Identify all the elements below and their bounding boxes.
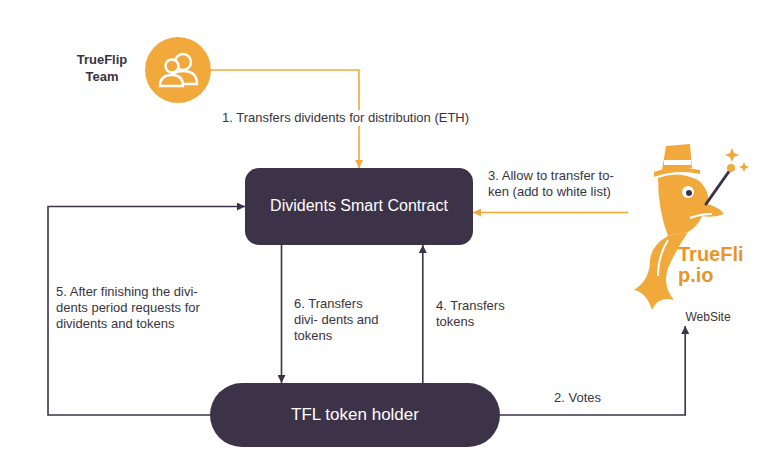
node-label: WebSite: [658, 310, 758, 324]
holder-box: TFL token holder: [210, 383, 500, 447]
edge-label: 4. Transfers tokens: [434, 298, 530, 330]
edge-label: 6. Transfers divi- dents and tokens: [292, 296, 392, 344]
dolphin-illustration: [628, 140, 758, 326]
connector: [422, 245, 424, 383]
edge-label: 5. After finishing the divi- dents perio…: [54, 284, 208, 332]
website-logo: TrueFlip.ioWebSite: [628, 140, 758, 326]
team-icon: TrueFlip Team: [145, 37, 211, 103]
box-text: Dividents Smart Contract: [270, 196, 448, 217]
edge-label: 2. Votes: [552, 390, 603, 406]
connector: [500, 326, 685, 415]
connector: [473, 212, 628, 214]
connector: [281, 245, 283, 383]
logo-text: TrueFlip.io: [678, 244, 756, 286]
box-text: TFL token holder: [291, 404, 419, 426]
contract-box: Dividents Smart Contract: [245, 168, 473, 245]
connector: [48, 207, 245, 416]
node-label: TrueFlip Team: [71, 51, 133, 85]
people-icon: [145, 37, 211, 103]
edge-label: 1. Transfers dividents for distribution …: [220, 110, 471, 126]
edge-label: 3. Allow to transfer to- ken (add to whi…: [486, 168, 628, 200]
